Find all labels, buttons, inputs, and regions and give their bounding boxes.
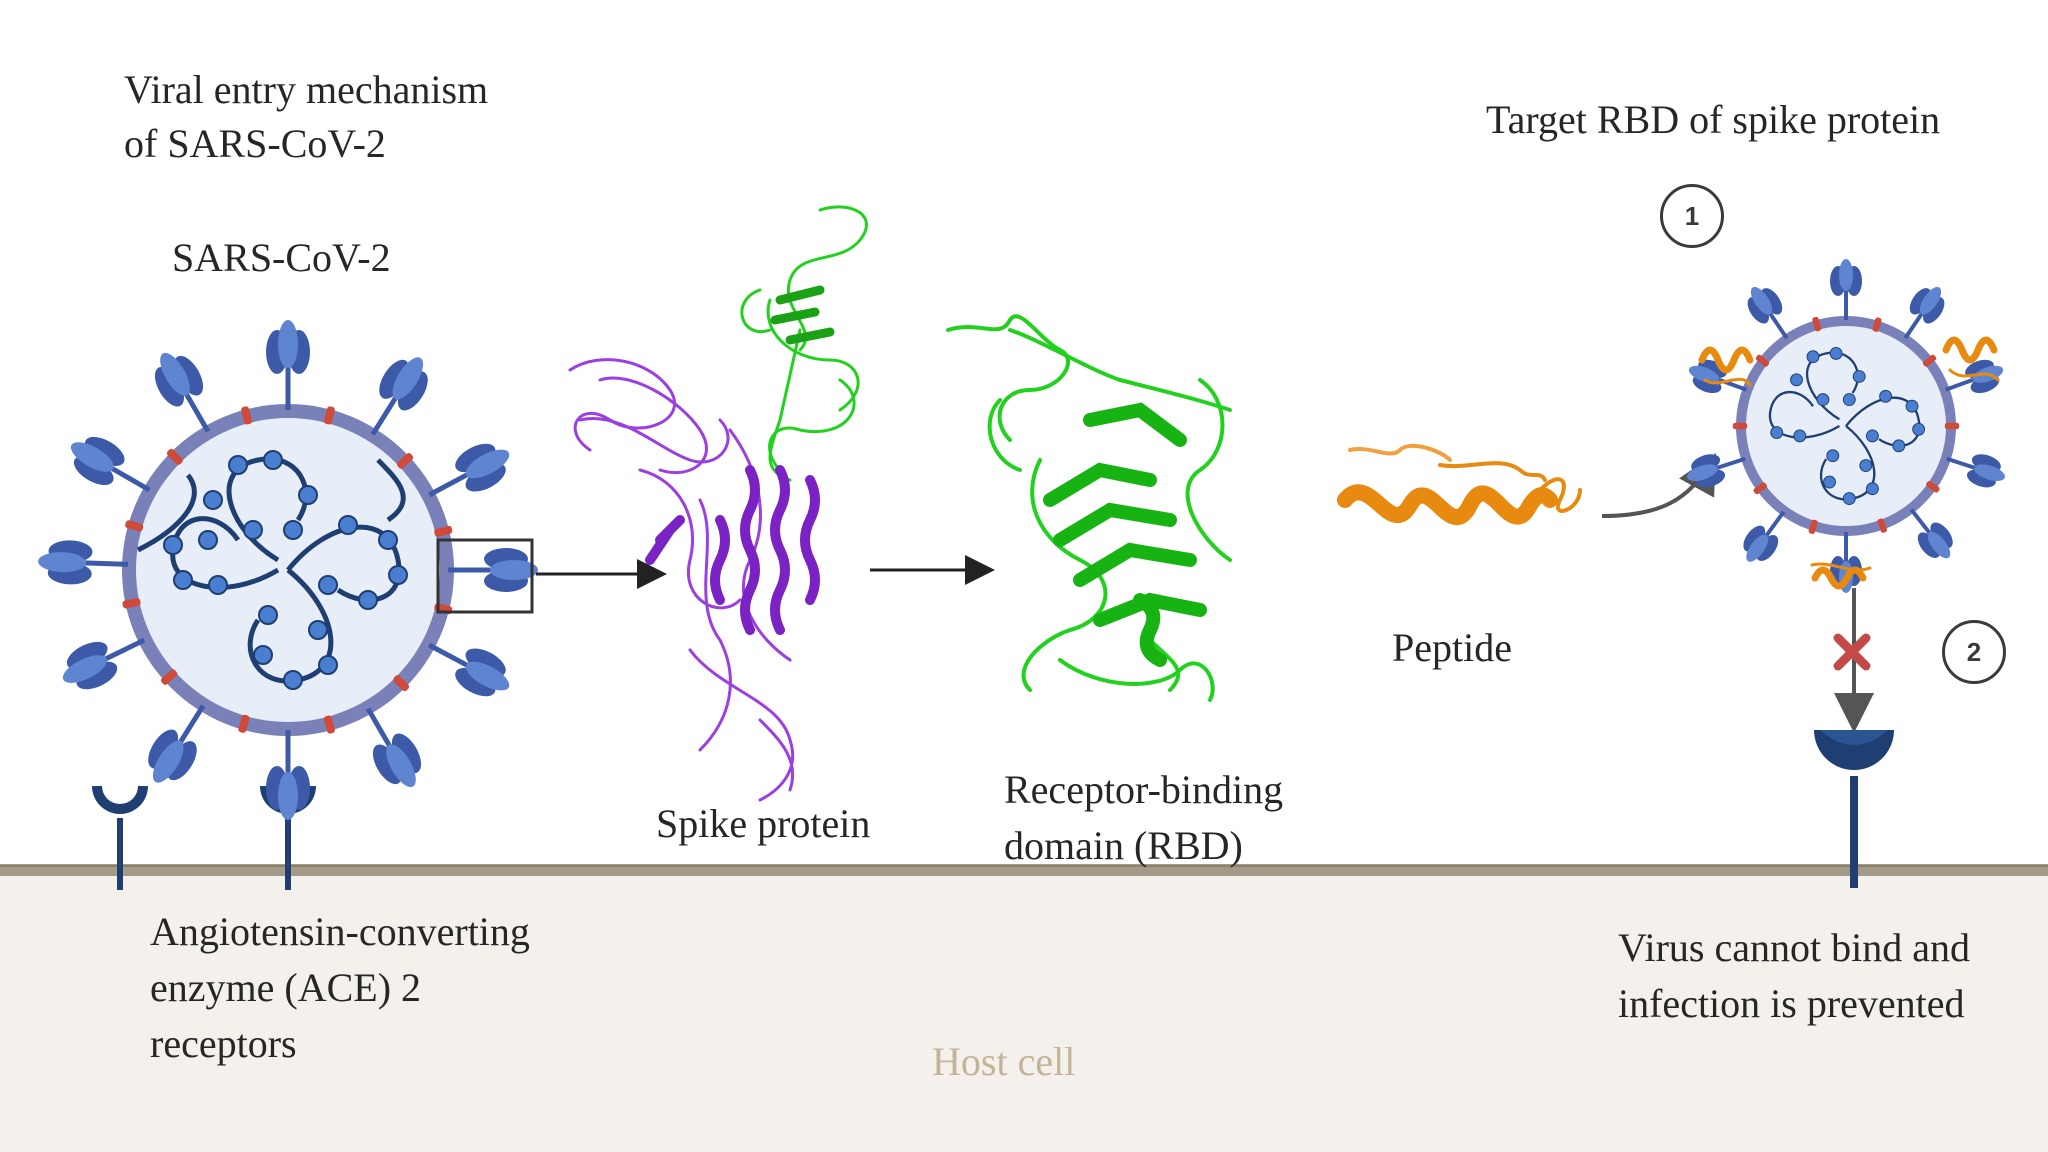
outcome-label-line-1: Virus cannot bind and [1618, 925, 1970, 970]
peptide-structure [1337, 443, 1582, 525]
rbd-structure [946, 314, 1232, 702]
ace2-receptor-right [1814, 730, 1894, 888]
sars-cov-2-virus [37, 320, 538, 820]
host-cell-body [0, 872, 2048, 1152]
blocked-virus [1680, 257, 2012, 595]
ace2-label-line-3: receptors [150, 1021, 297, 1066]
rbd-label-line-2: domain (RBD) [1004, 823, 1243, 868]
nucleocapsid [163, 450, 408, 690]
block-x-icon [1833, 633, 1871, 671]
ace2-label-line-2: enzyme (ACE) 2 [150, 965, 422, 1010]
step-2-badge: 2 [1942, 620, 2006, 684]
spike-protein-label: Spike protein [656, 801, 871, 846]
peptide-label: Peptide [1392, 625, 1512, 670]
step-1-badge: 1 [1660, 184, 1724, 248]
bound-peptides [1698, 336, 2000, 590]
host-cell [0, 864, 2048, 1152]
ace2-receptor-left-1 [92, 786, 148, 890]
title-line-1: Viral entry mechanism [124, 67, 489, 112]
virus-label: SARS-CoV-2 [172, 235, 391, 280]
target-label: Target RBD of spike protein [1486, 97, 1941, 142]
ace2-label-line-1: Angiotensin-converting [150, 909, 530, 954]
outcome-label-line-2: infection is prevented [1618, 981, 1965, 1026]
host-cell-label: Host cell [932, 1039, 1076, 1084]
title-line-2: of SARS-CoV-2 [124, 121, 386, 166]
rbd-label-line-1: Receptor-binding [1004, 767, 1284, 812]
spike-highlight-box [436, 538, 534, 614]
spike-protein-structure [568, 205, 868, 802]
